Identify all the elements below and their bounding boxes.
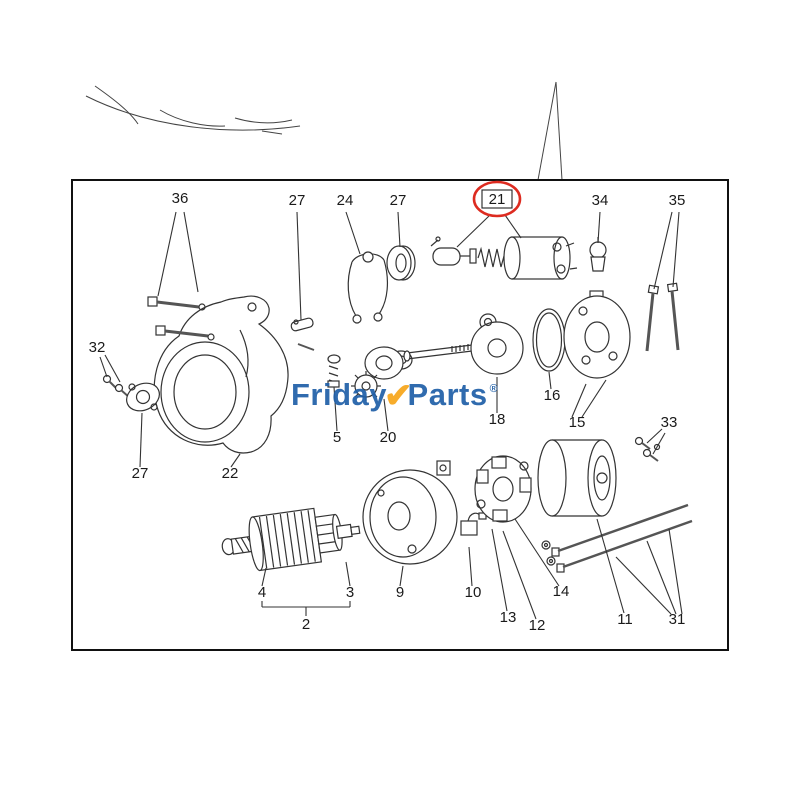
- callout-27-washer: 27: [390, 192, 407, 209]
- callout-9: 9: [396, 584, 404, 601]
- detail-wedge-lines: [537, 81, 563, 181]
- long-bolts-drawing: [645, 282, 680, 352]
- brush-holder-drawing: [474, 455, 532, 523]
- pinion-clutch-drawing: [351, 346, 413, 401]
- callout-27-top: 27: [289, 192, 306, 209]
- overview-crop-arcs: [85, 85, 301, 135]
- callout-10: 10: [465, 584, 482, 601]
- callout-22: 22: [222, 465, 239, 482]
- callout-24: 24: [337, 192, 354, 209]
- callout-34: 34: [592, 192, 609, 209]
- armature-drawing: [221, 507, 361, 572]
- mounting-bolts-drawing: [147, 296, 215, 341]
- highlight-21: [472, 180, 522, 218]
- callout-20: 20: [380, 429, 397, 446]
- callout-18: 18: [489, 411, 506, 428]
- callout-31: 31: [669, 611, 686, 628]
- callout-2: 2: [302, 616, 310, 633]
- callout-32: 32: [89, 339, 106, 356]
- callout-5: 5: [333, 429, 341, 446]
- callout-21: 21: [489, 191, 506, 208]
- clip-drawing: [290, 317, 315, 351]
- shaft-bearing-plate-drawing: [403, 313, 524, 375]
- callout-3: 3: [346, 584, 354, 601]
- field-housing-drawing: [362, 460, 458, 565]
- callout-13: 13: [500, 609, 517, 626]
- cover-plate-drawing: [126, 382, 160, 412]
- callout-15: 15: [569, 414, 586, 431]
- callout-12: 12: [529, 617, 546, 634]
- callout-14: 14: [553, 583, 570, 600]
- callout-21-box: [481, 189, 513, 209]
- solenoid-drawing: [430, 236, 578, 280]
- terminal-cap-drawing: [589, 237, 607, 272]
- callout-16: 16: [544, 387, 561, 404]
- callout-35: 35: [669, 192, 686, 209]
- through-bolts-drawing: [541, 503, 693, 573]
- highlight-circle: [472, 180, 522, 218]
- callout-27-plate: 27: [132, 465, 149, 482]
- shift-fork-drawing: [347, 251, 389, 324]
- rear-frame-drawing: [563, 290, 631, 379]
- end-cover-drawing: [537, 439, 617, 517]
- retainer-stack-drawing: [327, 354, 341, 388]
- callout-labels: 36 27 24 27 21 34 35 32 27 22 5 20 18 16…: [89, 190, 686, 634]
- callout-4: 4: [258, 584, 266, 601]
- callout-33: 33: [661, 414, 678, 431]
- washer-drawing: [386, 245, 416, 281]
- leader-lines: [99, 211, 683, 620]
- drive-housing-drawing: [153, 295, 289, 454]
- callout-36: 36: [172, 190, 189, 207]
- screws-33-drawing: [634, 436, 661, 462]
- callout-11: 11: [617, 611, 633, 628]
